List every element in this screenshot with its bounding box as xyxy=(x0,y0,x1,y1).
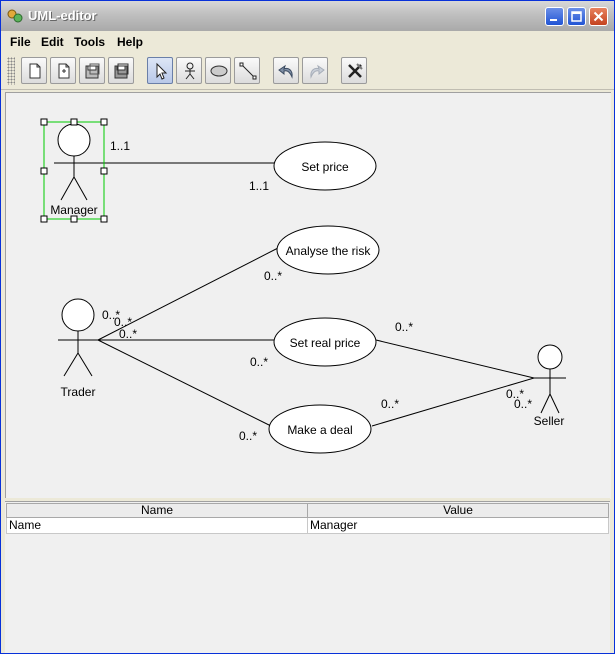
save-as-button[interactable] xyxy=(108,57,134,84)
save-as-icon xyxy=(114,63,129,79)
actor-tool-button[interactable] xyxy=(176,57,202,84)
menu-edit[interactable]: Edit xyxy=(41,35,64,49)
multiplicity-label: 1..1 xyxy=(110,139,130,153)
use-case-set-price[interactable]: Set price xyxy=(273,141,377,191)
minimize-button[interactable] xyxy=(545,7,564,26)
use-case-analyse-risk[interactable]: Analyse the risk xyxy=(276,225,380,275)
column-header-name[interactable]: Name xyxy=(6,503,308,518)
use-case-analyse-risk-label: Analyse the risk xyxy=(286,244,372,258)
menu-tools[interactable]: Tools xyxy=(74,35,106,49)
menu-help[interactable]: Help xyxy=(117,35,144,49)
actor-trader-label: Trader xyxy=(61,385,96,399)
new-file-button[interactable] xyxy=(21,57,47,84)
actor-manager-label: Manager xyxy=(50,203,97,217)
association-seller-set-real-price[interactable] xyxy=(375,339,535,379)
app-icon xyxy=(7,9,23,23)
use-case-set-real-price-label: Set real price xyxy=(290,336,361,350)
table-cell-value[interactable]: Manager xyxy=(307,518,609,534)
menu-file[interactable]: File xyxy=(10,35,31,49)
multiplicity-label: 0..* xyxy=(102,308,120,322)
table-cell-name[interactable]: Name xyxy=(6,518,308,534)
redo-icon xyxy=(310,64,325,79)
use-case-set-price-label: Set price xyxy=(301,160,349,174)
split-pane-divider[interactable] xyxy=(5,498,610,502)
association-tool-button[interactable] xyxy=(234,57,260,84)
close-button[interactable] xyxy=(589,7,608,26)
ellipse-icon xyxy=(210,65,228,77)
diagram-svg: Manager Trader Seller xyxy=(40,118,566,454)
use-case-make-deal[interactable]: Make a deal xyxy=(268,404,372,454)
close-icon xyxy=(593,11,604,22)
toolbar-grip[interactable] xyxy=(7,57,15,85)
minimize-icon xyxy=(550,19,557,21)
line-icon xyxy=(239,62,257,80)
multiplicity-label: 0..* xyxy=(264,269,282,283)
multiplicity-label: 0..* xyxy=(395,320,413,334)
actor-seller-label: Seller xyxy=(534,414,565,428)
actor-trader[interactable] xyxy=(58,298,98,377)
multiplicity-label: 0..* xyxy=(381,397,399,411)
multiplicity-label: 0..* xyxy=(250,355,268,369)
diagram-canvas[interactable]: Manager Trader Seller xyxy=(5,92,611,499)
use-case-tool-button[interactable] xyxy=(205,57,231,84)
multiplicity-label: 0..* xyxy=(119,327,137,341)
maximize-button[interactable] xyxy=(567,7,586,26)
properties-table: Name Value Name Manager xyxy=(5,501,610,653)
use-case-make-deal-label: Make a deal xyxy=(287,423,352,437)
multiplicity-label: 0..* xyxy=(114,315,132,329)
maximize-icon xyxy=(571,11,582,22)
multiplicity-label: 0..* xyxy=(506,387,524,401)
multiplicity-label: 1..1 xyxy=(249,179,269,193)
actor-icon xyxy=(185,62,195,80)
toolbar xyxy=(1,53,614,90)
open-file-button[interactable] xyxy=(50,57,76,84)
undo-icon xyxy=(278,64,293,79)
association-trader-make-deal[interactable] xyxy=(97,339,272,427)
redo-button[interactable] xyxy=(302,57,328,84)
multiplicity-label: 0..* xyxy=(514,397,532,411)
undo-button[interactable] xyxy=(273,57,299,84)
association-seller-make-deal[interactable] xyxy=(371,377,535,427)
multiplicity-label: 0..* xyxy=(239,429,257,443)
save-icon xyxy=(85,63,100,79)
actor-manager[interactable] xyxy=(54,123,94,201)
use-case-set-real-price[interactable]: Set real price xyxy=(273,317,377,367)
menu-bar: File Edit Tools Help xyxy=(1,32,614,52)
column-header-value[interactable]: Value xyxy=(307,503,609,518)
delete-button[interactable] xyxy=(341,57,367,84)
pointer-icon xyxy=(156,62,168,80)
title-bar[interactable]: UML-editor xyxy=(1,1,614,31)
window-title: UML-editor xyxy=(28,8,97,23)
open-file-icon xyxy=(58,63,70,79)
selection-box xyxy=(40,118,108,223)
select-tool-button[interactable] xyxy=(147,57,173,84)
delete-icon xyxy=(348,63,363,78)
actor-seller[interactable] xyxy=(534,344,566,414)
association-trader-analyse-risk[interactable] xyxy=(97,247,279,341)
save-button[interactable] xyxy=(79,57,105,84)
new-file-icon xyxy=(29,63,41,79)
